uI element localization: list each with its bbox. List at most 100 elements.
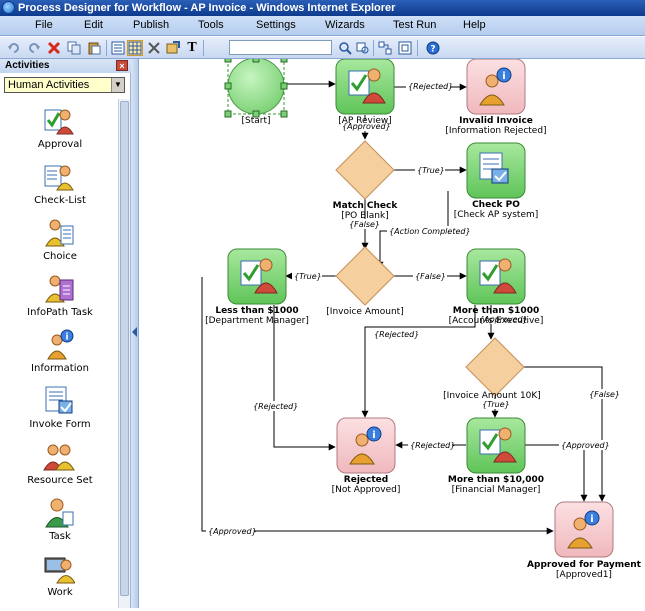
workflow-canvas[interactable]: {Rejected} {Approved} {True} {False} {Ac… [140, 55, 645, 608]
menu-file[interactable]: File [35, 19, 53, 31]
edge-label: {True} [482, 400, 510, 409]
help-icon[interactable]: ? [425, 40, 441, 56]
panel-splitter[interactable] [131, 59, 139, 608]
menu-publish[interactable]: Publish [133, 19, 170, 31]
activities-panel-title: Activities [5, 60, 50, 71]
work-icon [44, 557, 75, 584]
edge-label: {False} [589, 390, 620, 399]
invoke-form-icon [45, 386, 73, 414]
activities-panel-header: Activities × [0, 59, 131, 73]
menu-wizards[interactable]: Wizards [325, 19, 365, 31]
copy-icon[interactable] [66, 40, 82, 56]
palette-item-label: Invoke Form [29, 419, 91, 430]
activities-panel: Activities × Human Activities ▼ Approval… [0, 59, 131, 608]
search-input[interactable] [229, 40, 332, 55]
menu-edit[interactable]: Edit [84, 19, 103, 31]
edge-label: {Approved} [342, 122, 391, 131]
grid-icon[interactable] [127, 40, 143, 56]
edge-label: {Approved} [479, 315, 528, 324]
check-list-icon [44, 165, 74, 191]
menu-tools[interactable]: Tools [198, 19, 224, 31]
edge-label: {Approved} [208, 527, 257, 536]
information-icon: i [47, 329, 74, 360]
workflow-diagram: {Rejected} {Approved} {True} {False} {Ac… [201, 55, 642, 580]
node-invoice-amount-10k[interactable]: [Invoice Amount 10K] [443, 337, 541, 401]
node-label: [Approved1] [556, 570, 612, 580]
edge-label: {False} [415, 272, 446, 281]
edge-label: {False} [349, 220, 380, 229]
node-invalid-invoice[interactable]: i Invalid Invoice [Information Rejected] [445, 58, 547, 136]
palette-item-work[interactable]: Work [10, 552, 110, 604]
svg-text:?: ? [430, 45, 435, 55]
palette-item-label: Check-List [34, 195, 86, 206]
node-title: Approved for Payment [527, 560, 642, 570]
node-title: Invalid Invoice [459, 116, 533, 126]
window-title-bar: Process Designer for Workflow - AP Invoi… [0, 0, 645, 16]
node-approved-for-payment[interactable]: i Approved for Payment [Approved1] [527, 501, 642, 580]
node-label: [PO Blank] [341, 211, 389, 221]
internet-explorer-icon [2, 1, 15, 14]
search-icon[interactable] [337, 40, 353, 56]
export-icon[interactable] [165, 40, 181, 56]
menu-test-run[interactable]: Test Run [393, 19, 437, 31]
palette-item-information[interactable]: i Information [10, 328, 110, 380]
node-more-than-10000[interactable]: More than $10,000 [Financial Manager] [448, 417, 544, 495]
palette-scrollbar-thumb[interactable] [120, 101, 129, 596]
svg-text:i: i [372, 430, 375, 441]
node-more-than-1000[interactable]: More than $1000 [Accounts Executive] [449, 248, 544, 326]
edge-label: {Action Completed} [389, 227, 471, 236]
node-title: Less than $1000 [215, 306, 298, 316]
palette-item-invoke-form[interactable]: Invoke Form [10, 384, 110, 436]
edge-label: {Rejected} [410, 441, 455, 450]
svg-text:i: i [502, 71, 505, 82]
chevron-down-icon[interactable]: ▼ [111, 78, 124, 92]
palette-item-label: Task [49, 531, 71, 542]
paste-icon[interactable] [86, 40, 102, 56]
node-label: [Accounts Executive] [449, 316, 544, 326]
node-check-po[interactable]: Check PO [Check AP system] [454, 142, 539, 220]
node-rejected[interactable]: i Rejected [Not Approved] [332, 417, 401, 495]
menu-bar: File Edit Publish Tools Settings Wizards… [0, 16, 645, 36]
palette-item-label: InfoPath Task [27, 307, 93, 318]
palette-item-label: Choice [43, 251, 77, 262]
svg-text:i: i [590, 514, 593, 525]
task-icon [45, 498, 74, 528]
node-less-than-1000[interactable]: Less than $1000 [Department Manager] [205, 248, 309, 326]
zoom-fit-icon[interactable] [397, 40, 413, 56]
layout-icon[interactable] [377, 40, 393, 56]
palette-scrollbar[interactable] [118, 99, 130, 608]
palette-item-task[interactable]: Task [10, 496, 110, 548]
edge-label: {True} [417, 166, 445, 175]
activity-category-select[interactable]: Human Activities ▼ [4, 77, 125, 93]
node-match-check[interactable]: Match Check [PO Blank] [333, 140, 399, 221]
menu-help[interactable]: Help [463, 19, 486, 31]
node-label: [Financial Manager] [452, 485, 541, 495]
node-title: More than $1000 [453, 306, 539, 316]
text-tool-icon[interactable]: T [187, 40, 197, 55]
tools-icon[interactable] [146, 40, 162, 56]
palette-item-choice[interactable]: Choice [10, 216, 110, 268]
properties-icon[interactable] [110, 40, 126, 56]
node-invoice-amount[interactable]: [Invoice Amount] [326, 246, 404, 317]
collapse-arrow-icon[interactable] [132, 327, 137, 337]
palette-item-approval[interactable]: Approval [10, 104, 110, 156]
delete-icon[interactable] [46, 40, 62, 56]
find-next-icon[interactable] [355, 40, 371, 56]
node-label: [Check AP system] [454, 210, 539, 220]
node-title: Match Check [333, 201, 399, 211]
node-label: [Start] [241, 116, 270, 126]
palette-item-check-list[interactable]: Check-List [10, 160, 110, 212]
palette-item-infopath-task[interactable]: InfoPath Task [10, 272, 110, 324]
toolbar: T ? [0, 37, 645, 59]
close-icon[interactable]: × [116, 60, 128, 71]
node-start[interactable]: [Start] [224, 55, 288, 126]
node-label: [Information Rejected] [445, 126, 546, 136]
undo-icon[interactable] [6, 40, 22, 56]
menu-settings[interactable]: Settings [256, 19, 296, 31]
redo-icon[interactable] [26, 40, 42, 56]
approval-icon [44, 109, 74, 135]
palette-item-resource-set[interactable]: Resource Set [10, 440, 110, 492]
node-label: [Not Approved] [332, 485, 401, 495]
edge-label: {Rejected} [374, 330, 419, 339]
node-ap-review[interactable]: [AP Review] [335, 58, 395, 126]
